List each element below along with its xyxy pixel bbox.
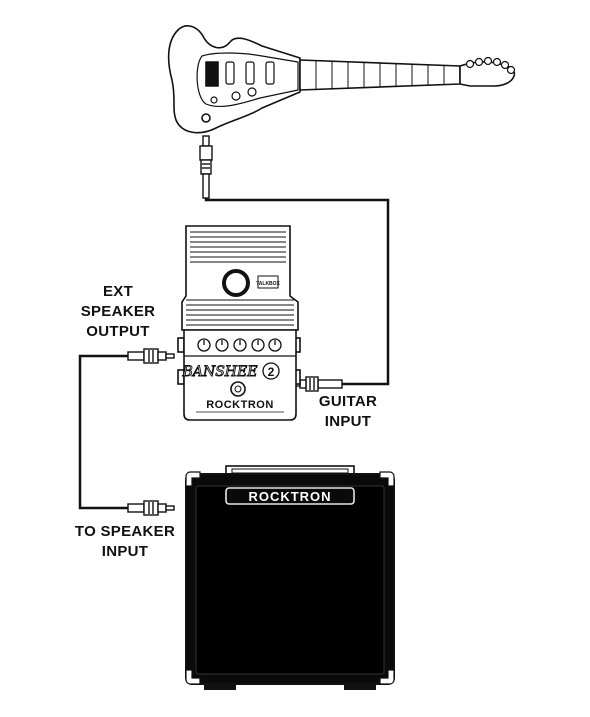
label-ext-speaker-output: EXT SPEAKER OUTPUT: [70, 282, 166, 342]
label-ext-line-3: OUTPUT: [86, 323, 150, 340]
amp-corners: [185, 471, 395, 685]
pedal-knobs: [197, 338, 282, 352]
label-ext-line-1: EXT: [102, 283, 134, 300]
pedal-brand: ROCKTRON: [206, 399, 274, 411]
pedal-tube-outlet: [222, 269, 250, 297]
guitar-output-jack: [201, 113, 211, 123]
guitar-bridge: [205, 61, 219, 87]
label-guitar-input: GUITAR INPUT: [300, 392, 396, 432]
cable-pedal-to-amp: [78, 354, 128, 510]
amp-foot-right: [344, 684, 376, 690]
amp-input-plug: [127, 500, 175, 516]
label-guitar-line-2: INPUT: [324, 413, 372, 430]
label-speaker-line-1: TO SPEAKER: [74, 523, 176, 540]
guitar-cable-plug: [199, 135, 213, 199]
guitar-pickups: [225, 61, 275, 85]
amp-foot-left: [204, 684, 236, 690]
guitar-frets: [315, 61, 445, 89]
pedal-left-jack-top: [177, 337, 185, 353]
guitar-knobs: [210, 87, 257, 104]
amplifier: ROCKTRON: [185, 465, 395, 690]
amp-badge: [225, 487, 355, 505]
label-guitar-line-1: GUITAR: [318, 393, 378, 410]
cables: [78, 198, 390, 510]
pedal-lower-body: [183, 329, 297, 421]
guitar-tuners: [465, 56, 516, 75]
pedal-model-number: 2: [268, 365, 275, 379]
pedal-model-circle: [262, 362, 280, 380]
amp-grille: [195, 485, 385, 675]
cable-guitar-to-pedal: [204, 198, 390, 386]
pedal-name: BANSHEE: [182, 364, 258, 380]
amp-brand: ROCKTRON: [248, 489, 331, 504]
label-ext-line-2: SPEAKER: [80, 303, 156, 320]
ext-speaker-output-plug: [127, 348, 175, 364]
label-to-speaker-input: TO SPEAKER INPUT: [58, 522, 192, 562]
label-speaker-line-2: INPUT: [101, 543, 149, 560]
banshee-pedal: TALKBOX BANSHEE 2 ROCKTRON: [177, 225, 301, 421]
electric-guitar: [167, 25, 516, 134]
pedal-badge: TALKBOX: [256, 281, 280, 287]
pedal-badge-box: [257, 275, 279, 289]
pedal-top-grille: [186, 231, 294, 326]
